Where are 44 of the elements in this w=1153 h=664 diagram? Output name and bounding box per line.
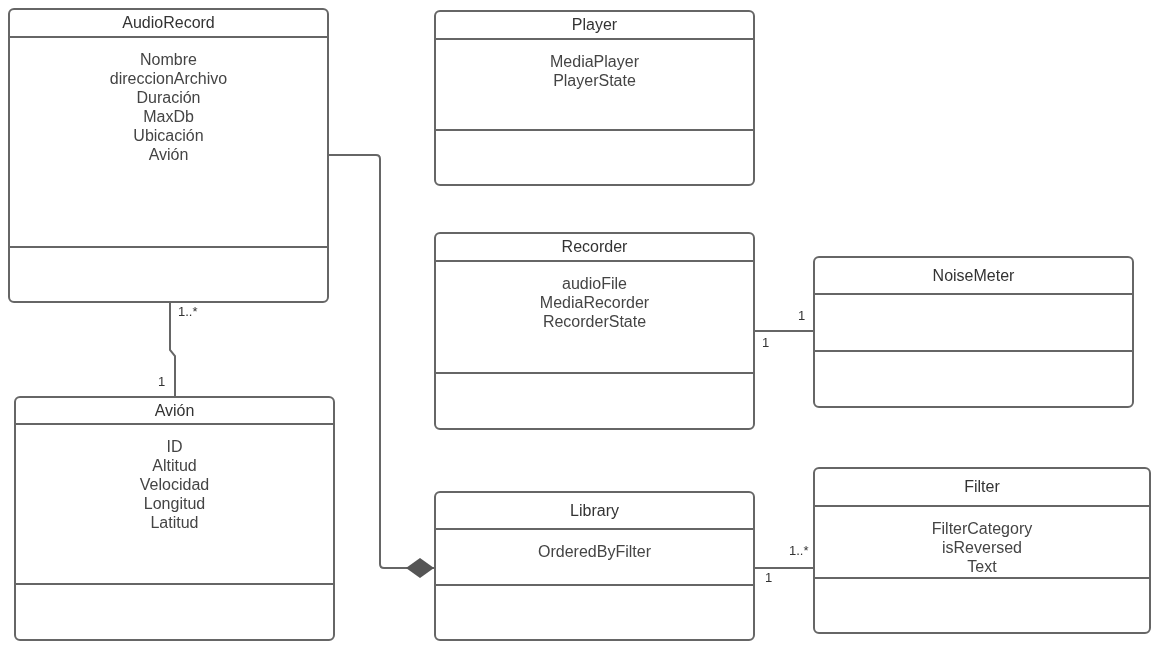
attribute: RecorderState — [542, 312, 647, 331]
class-box — [813, 467, 1151, 634]
association-line — [169, 302, 176, 397]
class-box — [434, 10, 755, 186]
multiplicity: 1..* — [178, 304, 198, 319]
association-line — [754, 330, 814, 332]
multiplicity: 1..* — [789, 543, 809, 558]
attribute: PlayerState — [553, 71, 636, 90]
class-box — [14, 396, 335, 641]
attribute: audioFile — [562, 274, 627, 293]
class-name: Player — [571, 16, 618, 34]
class-box — [434, 491, 755, 641]
attribute: Nombre — [140, 50, 197, 69]
multiplicity: 1 — [762, 335, 770, 350]
attribute: isReversed — [942, 538, 1022, 557]
multiplicity: 1 — [798, 308, 806, 323]
attribute: MaxDb — [143, 107, 194, 126]
association-line — [754, 567, 814, 569]
attribute: OrderedByFilter — [538, 542, 651, 561]
attribute: Ubicación — [133, 126, 204, 145]
attribute: Altitud — [152, 456, 197, 475]
attribute: FilterCategory — [931, 519, 1033, 538]
class-box — [434, 232, 755, 430]
attribute: Velocidad — [139, 475, 210, 494]
composition-line — [328, 154, 435, 578]
class-name: Recorder — [561, 238, 628, 256]
attribute: MediaRecorder — [539, 293, 650, 312]
class-name: Library — [570, 501, 619, 520]
class-name: AudioRecord — [122, 14, 215, 32]
class-name: Avión — [154, 401, 195, 420]
class-box — [8, 8, 329, 303]
attribute: Latitud — [150, 513, 199, 532]
attribute: Text — [967, 557, 997, 576]
attribute: direccionArchivo — [109, 69, 228, 88]
multiplicity: 1 — [765, 570, 773, 585]
attribute: Duración — [136, 88, 201, 107]
attribute: ID — [166, 437, 183, 456]
class-box — [813, 256, 1134, 408]
multiplicity: 1 — [158, 374, 166, 389]
class-name: NoiseMeter — [932, 266, 1015, 285]
attribute: Longitud — [143, 494, 206, 513]
attribute: MediaPlayer — [550, 52, 639, 71]
attribute: Avión — [148, 145, 189, 164]
class-name: Filter — [964, 478, 1000, 496]
